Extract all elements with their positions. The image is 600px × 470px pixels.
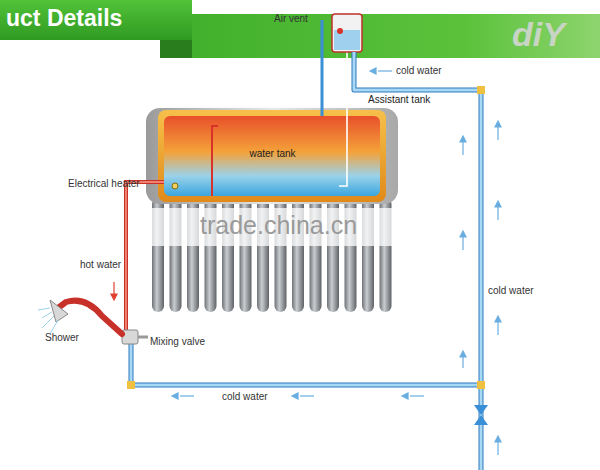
part-label: Shower bbox=[45, 332, 79, 343]
flow-label: hot water bbox=[80, 259, 121, 270]
part-label: Electrical heater bbox=[68, 178, 140, 189]
node-label: water tank bbox=[249, 148, 295, 159]
flow-label: cold water bbox=[396, 65, 442, 76]
assistant-tank: Assistant tank bbox=[332, 14, 362, 52]
water-tank: water tank bbox=[150, 110, 395, 200]
node-label: Assistant tank bbox=[368, 94, 430, 105]
part-label: Mixing valve bbox=[150, 336, 205, 347]
flow-label: cold water bbox=[488, 285, 534, 296]
flow-label: cold water bbox=[222, 391, 268, 402]
logo-text: diY bbox=[512, 16, 565, 53]
part-label: Air vent bbox=[274, 13, 308, 24]
header-title: uct Details bbox=[6, 6, 122, 31]
watermark: trade.china.cn bbox=[200, 212, 357, 240]
